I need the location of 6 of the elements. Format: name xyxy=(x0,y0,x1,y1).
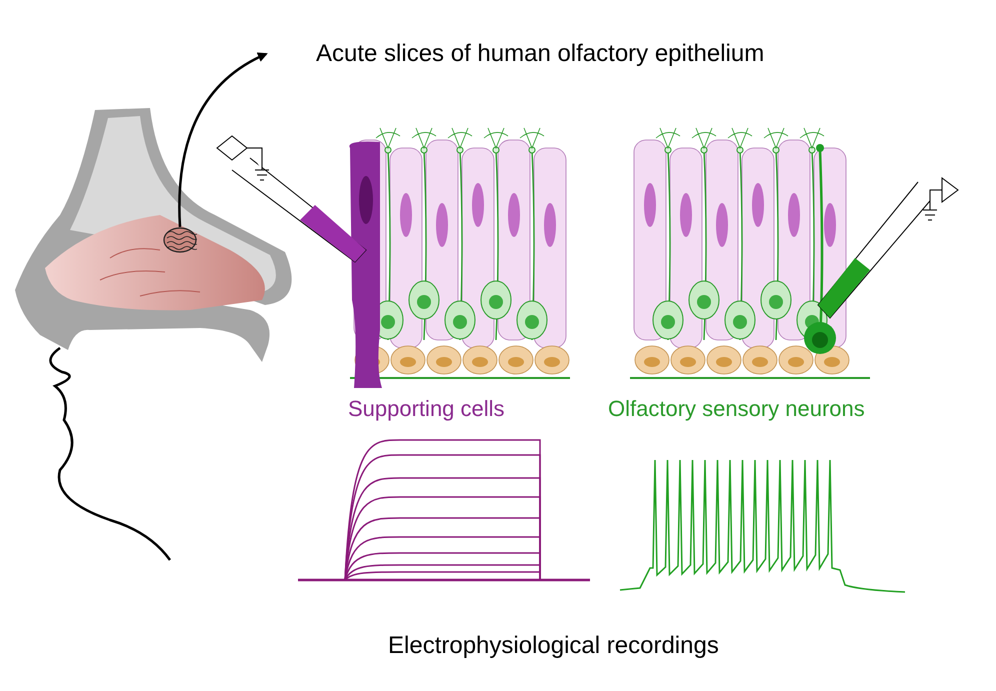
curved-arrow xyxy=(178,52,268,228)
caption-text: Electrophysiological recordings xyxy=(388,632,719,660)
tissue-sample-patch xyxy=(163,227,197,253)
title-text: Acute slices of human olfactory epithelium xyxy=(316,40,766,68)
cell-type-label: Supporting cells xyxy=(348,396,505,422)
cell-type-label: Olfactory sensory neurons xyxy=(608,396,865,422)
